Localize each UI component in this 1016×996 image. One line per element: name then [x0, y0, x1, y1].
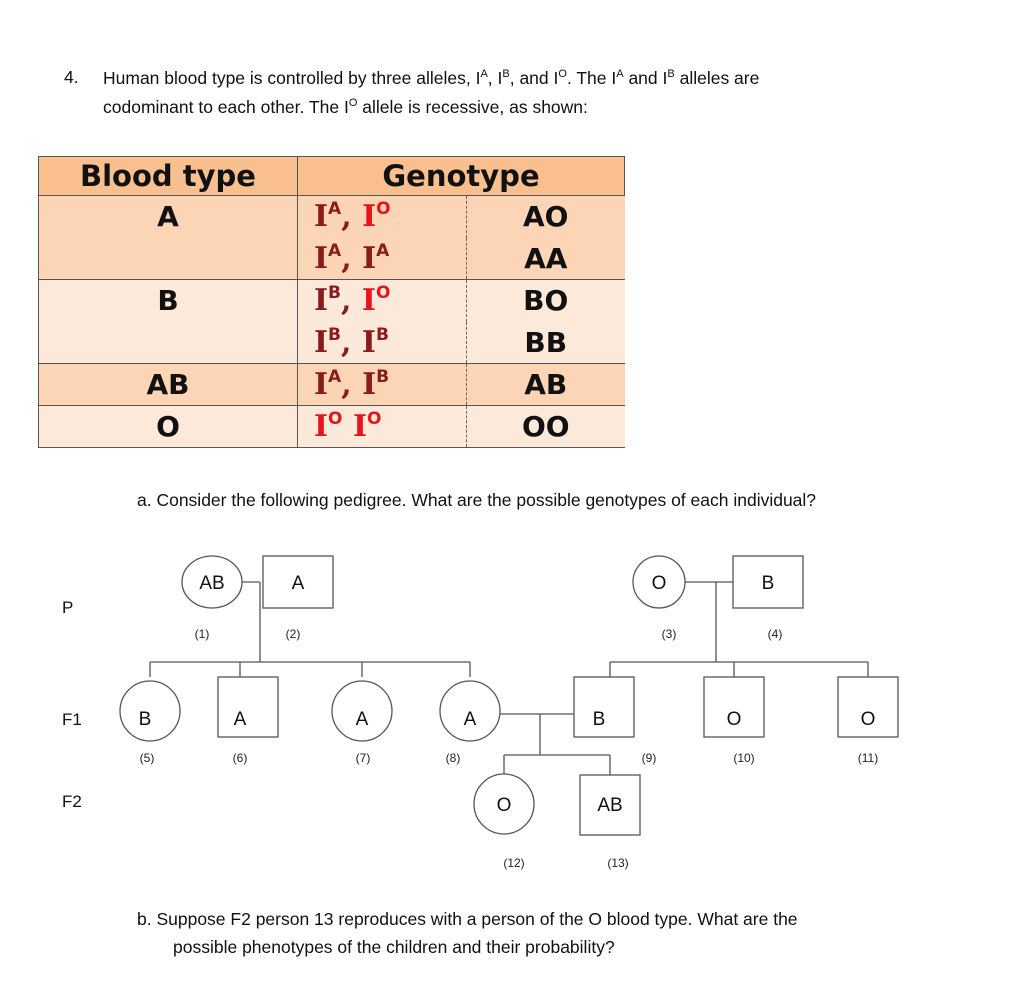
genotype-oo: IO IO	[314, 409, 382, 444]
individual-5-shape	[119, 680, 181, 742]
genotype-oo-short: OO	[466, 405, 625, 448]
individual-2-shape	[262, 555, 334, 609]
individual-11-shape	[837, 676, 899, 738]
individual-12-type: O	[497, 795, 512, 816]
individual-5-type: B	[139, 709, 152, 730]
individual-8-id: (8)	[446, 751, 461, 765]
header-genotype: Genotype	[297, 156, 625, 196]
pedigree-lines	[149, 581, 869, 775]
individual-7-shape	[331, 680, 393, 742]
question-number: 4.	[64, 67, 79, 87]
individual-8-shape	[439, 680, 501, 742]
individual-2-id: (2)	[286, 627, 301, 641]
type-a: A	[38, 195, 298, 280]
individual-4-type: B	[762, 573, 775, 594]
individual-13-shape	[579, 774, 641, 836]
genotype-bb: IB, IB	[314, 324, 389, 360]
individual-3-shape	[632, 555, 686, 609]
individual-6-id: (6)	[233, 751, 248, 765]
individual-12-id: (12)	[503, 856, 524, 870]
genotype-bb-short: BB	[466, 321, 625, 364]
individual-4-shape	[732, 555, 804, 609]
genotype-bo: IB, IO	[314, 283, 391, 319]
individual-9-shape	[573, 676, 635, 738]
genotype-aa: IA, IA	[314, 240, 390, 276]
gen-label-f1: F1	[62, 710, 82, 729]
part-a-text: a. Consider the following pedigree. What…	[137, 490, 817, 510]
individual-1-type: AB	[199, 573, 224, 594]
type-b: B	[38, 279, 298, 364]
individual-11-type: O	[861, 709, 876, 730]
part-b-line-2: possible phenotypes of the children and …	[173, 937, 615, 957]
individual-3-type: O	[652, 573, 667, 594]
individual-2-type: A	[292, 573, 305, 594]
question-line-1: Human blood type is controlled by three …	[103, 68, 760, 88]
genotype-aa-short: AA	[466, 237, 625, 280]
individual-10-type: O	[727, 709, 742, 730]
individual-9-id: (9)	[642, 751, 657, 765]
individual-12-shape	[473, 773, 535, 835]
individual-7-id: (7)	[356, 751, 371, 765]
type-o: O	[38, 405, 298, 448]
header-blood-type: Blood type	[38, 156, 298, 196]
individual-1-id: (1)	[195, 627, 210, 641]
individual-10-shape	[703, 676, 765, 738]
individual-5-id: (5)	[140, 751, 155, 765]
genotype-bo-short: BO	[466, 279, 625, 322]
genotype-ab: IA, IB	[314, 367, 390, 402]
gen-label-p: P	[62, 598, 74, 617]
genotype-ab-short: AB	[466, 363, 625, 406]
genotype-ao-short: AO	[466, 195, 625, 238]
type-ab: AB	[38, 363, 298, 406]
individual-13-type: AB	[597, 795, 622, 816]
gen-label-f2: F2	[62, 792, 82, 811]
individual-1-shape	[181, 555, 243, 609]
genotype-ao: IA, IO	[314, 199, 391, 235]
individual-11-id: (11)	[858, 751, 878, 765]
individual-4-id: (4)	[768, 627, 783, 641]
blood-type-table: Blood type Genotype A IA, IO AO IA, IA A…	[38, 156, 625, 448]
individual-6-shape	[217, 676, 279, 738]
individual-9-type: B	[593, 709, 606, 730]
individual-7-type: A	[356, 709, 369, 730]
individual-3-id: (3)	[662, 627, 677, 641]
part-b-line-1: b. Suppose F2 person 13 reproduces with …	[137, 909, 798, 929]
individual-13-id: (13)	[607, 856, 628, 870]
question-line-2: codominant to each other. The IO allele …	[103, 97, 588, 117]
individual-6-type: A	[234, 709, 247, 730]
individual-8-type: A	[464, 709, 477, 730]
individual-10-id: (10)	[733, 751, 754, 765]
